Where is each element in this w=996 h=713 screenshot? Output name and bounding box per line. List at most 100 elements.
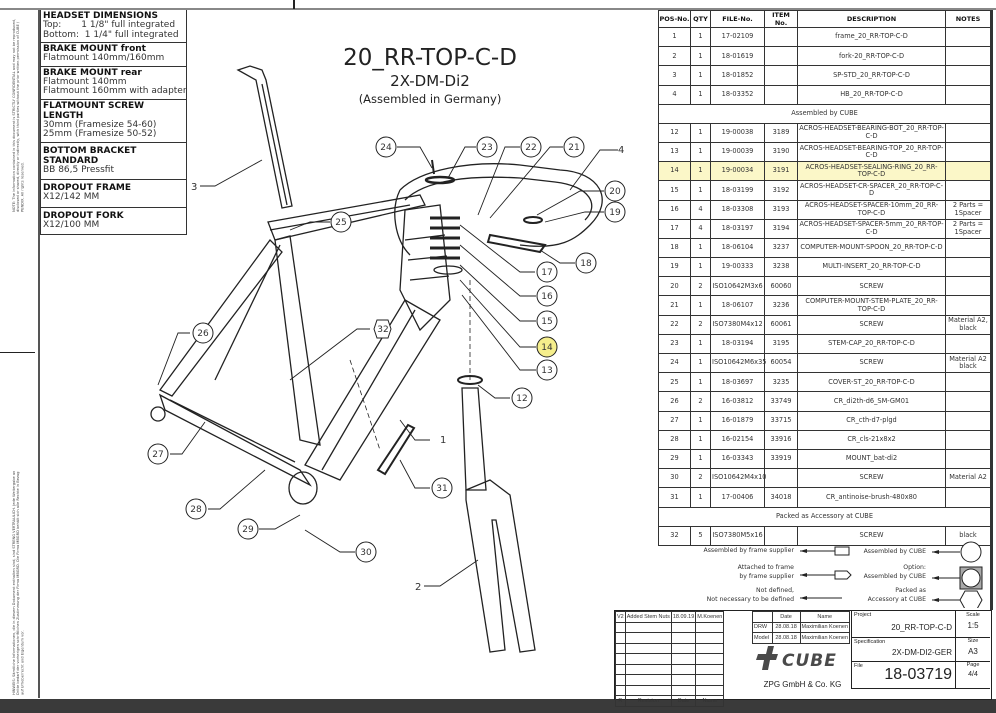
page-value: 4/4 [968,671,978,678]
legend-circle-symbol [960,541,982,563]
callout-23: 23 [481,143,492,153]
cell-notes [945,276,991,297]
cell-item: 3195 [764,333,798,355]
cell-item: 60061 [764,314,798,335]
callout-20-circle [604,180,626,202]
arrowhead [932,598,939,602]
callout-29-circle [237,518,259,540]
arrowhead [800,549,807,553]
leader-4 [569,149,618,191]
cell-notes [945,180,991,201]
down-tube-line [321,309,416,471]
cell-file: 18-01619 [710,46,765,67]
cube-logo: CUBE [756,646,836,671]
legend-assembled-cube: Assembled by CUBE [863,548,926,555]
arrowhead [800,573,807,577]
callout-29: 29 [242,525,254,535]
cell-qty: 4 [690,218,711,239]
cell-notes [945,237,991,259]
seat-stay [159,239,283,397]
spec-bottom-bracket: BOTTOM BRACKET STANDARD BB 86,5 Pressfit [41,143,186,180]
legend-hexagon-symbol [959,590,983,608]
project-label: Project [854,612,872,618]
cell-description: ACROS-HEADSET-BEARING-TOP_20_RR-TOP-C-D [797,141,946,163]
callout-12: 12 [516,394,527,404]
callout-17-circle [536,261,558,283]
cell-file: 17-02109 [710,26,765,48]
cell-item [764,468,798,489]
frame-outline [150,65,603,653]
model-date: 28.08.18 [771,632,801,644]
callout-13: 13 [541,366,552,376]
header-description: DESCRIPTION [797,10,946,28]
spec-heading: BRAKE MOUNT front [43,44,146,54]
cell-qty: 1 [690,333,711,355]
callout-13-circle [536,359,558,381]
callout-16: 16 [541,292,553,302]
leader-26 [157,332,190,386]
cell-pos: 19 [658,257,691,278]
multi-insert [523,216,543,224]
cell-notes [945,448,991,470]
cell-file: ISO10642M3x6 [710,276,765,297]
legend-attached-1: Attached to frame [737,564,794,571]
spec-headset: HEADSET DIMENSIONS Top: 1 1/8" full inte… [41,10,186,43]
drw-label: DRW [752,621,773,633]
leader-16 [459,244,536,297]
cell-qty: 1 [690,372,711,393]
cell-file: 16-03343 [710,448,765,470]
drawing-title: 20_RR-TOP-C-D [343,45,517,71]
cell-notes [945,65,991,86]
cell-qty: 1 [690,429,711,450]
model-label: Model [752,632,773,644]
date-header: Date [771,611,801,623]
cell-file: 19-00038 [710,122,765,143]
cell-pos: 23 [658,333,691,355]
drw-date: 28.08.18 [771,621,801,633]
sheet-right-border [990,10,993,610]
legend-symbols [800,541,983,608]
spec-value: Flatmount 140mm/160mm [43,53,165,63]
leader-27 [170,421,206,455]
group-label: Packed as Accessory at CUBE [658,506,991,527]
divider [851,610,852,688]
cell-file: 18-03194 [710,333,765,355]
cell-description: MOUNT_bat-di2 [797,448,946,470]
cell-description: HB_20_RR-TOP-C-D [797,84,946,105]
legend-packed-1: Packed as [895,587,926,594]
cell-item [764,26,798,48]
rev-header-date: Date [670,695,697,707]
size-label: Size [967,638,979,644]
legend-option-2: Assembled by CUBE [863,573,926,580]
size-value: A3 [968,647,978,656]
cell-item: 60060 [764,276,798,297]
label-3: 3 [191,182,197,193]
head-tube [399,204,451,332]
cell-description: CR_cth-d7-plgd [797,410,946,431]
rev-header-r: R [615,695,626,707]
cell-qty: 1 [690,26,711,48]
callout-28-circle [185,498,207,520]
stem-cap [424,175,456,185]
rev-empty [695,621,725,633]
cell-file: 19-00039 [710,141,765,163]
leader-2 [424,559,479,587]
center-mark-top [293,0,295,9]
rev-name: M.Koenen [695,611,725,623]
bom-group-row: Packed as Accessory at CUBE [658,506,991,527]
callout-15: 15 [541,317,552,327]
cell-notes: 2 Parts = 1Spacer [945,218,991,239]
rev-empty [624,684,672,696]
leader-32 [289,328,370,381]
cell-pos: 32 [658,525,691,546]
legend-assembled-frame-supplier: Assembled by frame supplier [703,547,794,554]
callout-15-circle [536,310,558,332]
leader-24 [397,146,433,169]
rev-empty [624,674,672,686]
spec-brake-front: BRAKE MOUNT front Flatmount 140mm/160mm [41,43,186,67]
file-label: File [854,663,863,669]
seatpost-line [261,83,288,206]
